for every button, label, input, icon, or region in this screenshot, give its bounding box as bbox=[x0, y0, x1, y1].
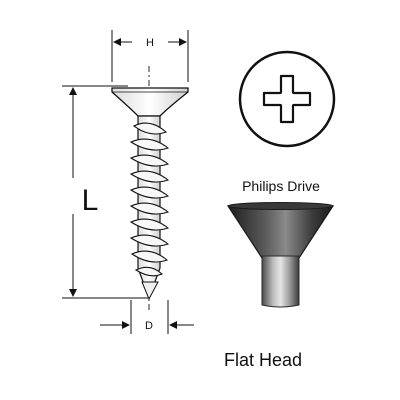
thread-crest bbox=[132, 122, 168, 135]
thread-diameter-label: D bbox=[145, 320, 153, 332]
flat-head-cone bbox=[226, 205, 335, 259]
screw-threads bbox=[129, 122, 170, 277]
screw-side-view bbox=[111, 87, 189, 301]
thread-crest bbox=[129, 138, 170, 151]
length-label: L bbox=[82, 184, 99, 217]
thread-crest bbox=[129, 202, 170, 215]
drive-caption: Philips Drive bbox=[242, 178, 320, 194]
phillips-drive-view bbox=[238, 50, 336, 148]
flat-head-top-rim bbox=[227, 202, 334, 210]
head-diameter-dimension: H bbox=[111, 30, 189, 82]
phillips-cross-icon bbox=[262, 74, 312, 124]
thread-crest bbox=[129, 186, 170, 199]
thread-crest bbox=[129, 234, 170, 247]
flat-head-shank bbox=[261, 255, 300, 308]
thread-crest bbox=[134, 266, 164, 277]
thread-crest bbox=[129, 170, 170, 183]
thread-crest bbox=[129, 218, 170, 231]
head-profile-caption: Flat Head bbox=[224, 350, 302, 370]
thread-crest bbox=[129, 154, 170, 167]
flat-head-profile bbox=[226, 202, 335, 308]
thread-diameter-dimension: D bbox=[100, 300, 194, 334]
thread-crest bbox=[130, 250, 169, 263]
head-diameter-label: H bbox=[146, 37, 154, 49]
screw-tip bbox=[141, 281, 159, 301]
length-dimension: L bbox=[62, 85, 148, 299]
